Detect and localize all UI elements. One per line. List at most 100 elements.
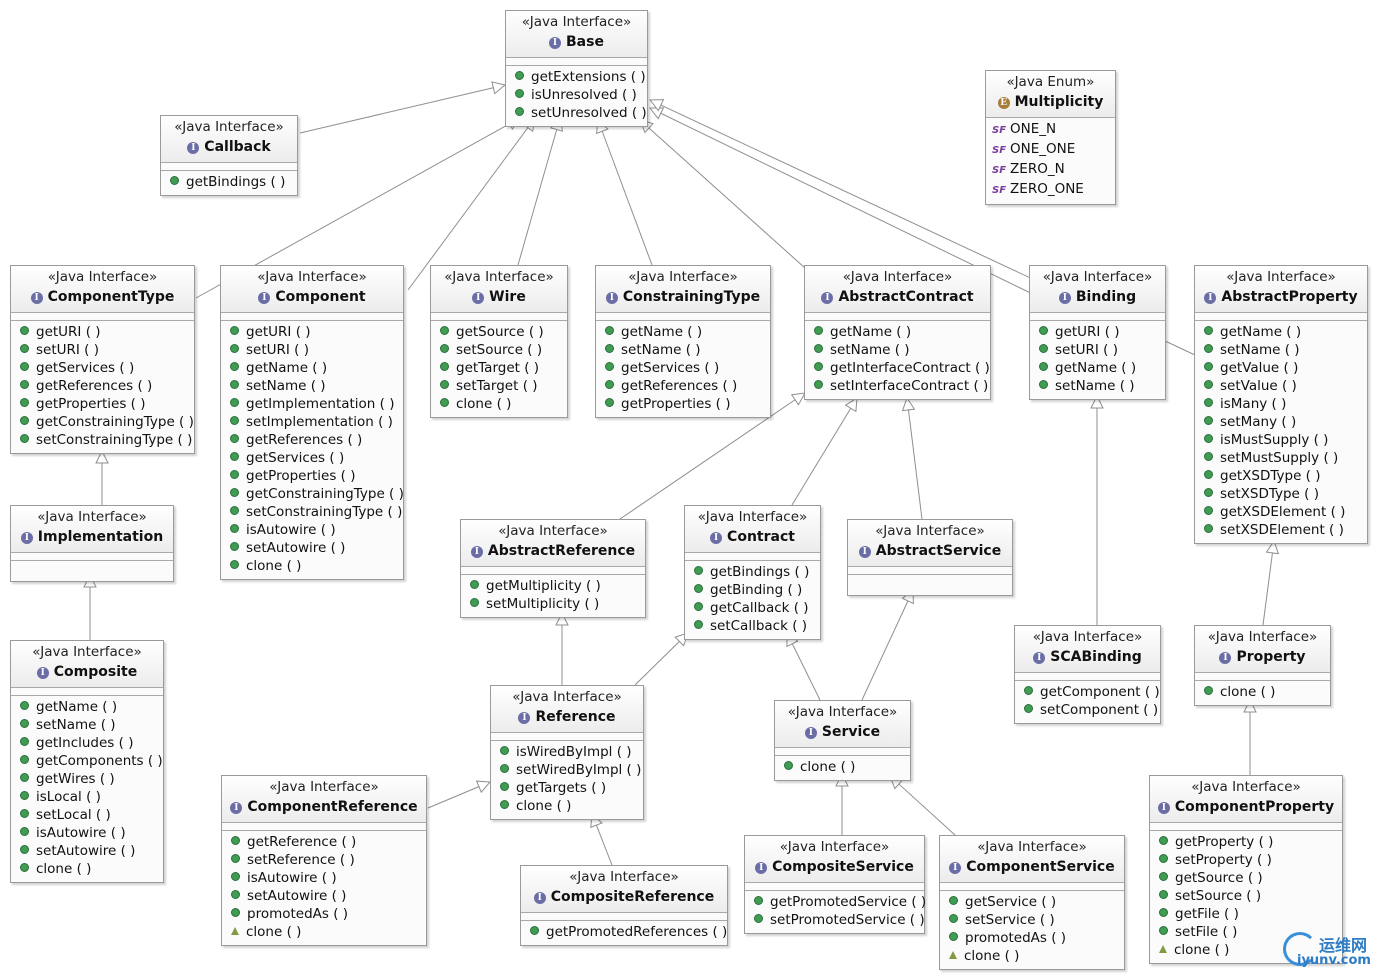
operation-row[interactable]: isAutowire ( )	[222, 869, 426, 887]
operation-row[interactable]: getName ( )	[221, 359, 403, 377]
operation-row[interactable]: setMultiplicity ( )	[461, 595, 645, 613]
operation-row[interactable]: setURI ( )	[221, 341, 403, 359]
operation-row[interactable]: getReferences ( )	[11, 377, 194, 395]
operation-row[interactable]: getFile ( )	[1150, 905, 1342, 923]
operation-row[interactable]: setName ( )	[1195, 341, 1367, 359]
operation-row[interactable]: getProperties ( )	[11, 395, 194, 413]
operation-row[interactable]: isAutowire ( )	[11, 824, 163, 842]
operation-row[interactable]: isMany ( )	[1195, 395, 1367, 413]
operation-row[interactable]: setInterfaceContract ( )	[805, 377, 990, 395]
operation-row[interactable]: setAutowire ( )	[11, 842, 163, 860]
operation-row[interactable]: getName ( )	[1195, 323, 1367, 341]
operation-row[interactable]: setURI ( )	[11, 341, 194, 359]
operation-row[interactable]: setLocal ( )	[11, 806, 163, 824]
operation-row[interactable]: clone ( )	[491, 797, 643, 815]
operation-row[interactable]: getTarget ( )	[431, 359, 567, 377]
operation-row[interactable]: getMultiplicity ( )	[461, 577, 645, 595]
operation-row[interactable]: getInterfaceContract ( )	[805, 359, 990, 377]
operation-row[interactable]: getReferences ( )	[221, 431, 403, 449]
operation-row[interactable]: isWiredByImpl ( )	[491, 743, 643, 761]
operation-row[interactable]: setName ( )	[596, 341, 770, 359]
operation-row[interactable]: getXSDType ( )	[1195, 467, 1367, 485]
operation-row[interactable]: setUnresolved ( )	[506, 104, 647, 122]
operation-row[interactable]: clone ( )	[775, 758, 910, 776]
operation-row[interactable]: setXSDElement ( )	[1195, 521, 1367, 539]
operation-row[interactable]: getServices ( )	[11, 359, 194, 377]
operation-row[interactable]: setPromotedService ( )	[745, 911, 925, 929]
operation-row[interactable]: getXSDElement ( )	[1195, 503, 1367, 521]
operation-row[interactable]: clone ( )	[940, 947, 1124, 965]
operation-row[interactable]: clone ( )	[222, 923, 426, 941]
operation-row[interactable]: promotedAs ( )	[222, 905, 426, 923]
operation-row[interactable]: isMustSupply ( )	[1195, 431, 1367, 449]
operation-row[interactable]: getName ( )	[1030, 359, 1165, 377]
operation-row[interactable]: clone ( )	[1150, 941, 1342, 959]
operation-row[interactable]: getBindings ( )	[161, 173, 297, 191]
operation-row[interactable]: isAutowire ( )	[221, 521, 403, 539]
operation-row[interactable]: getImplementation ( )	[221, 395, 403, 413]
operation-row[interactable]: getServices ( )	[596, 359, 770, 377]
operation-row[interactable]: getSource ( )	[431, 323, 567, 341]
operation-row[interactable]: isUnresolved ( )	[506, 86, 647, 104]
operation-row[interactable]: setURI ( )	[1030, 341, 1165, 359]
operation-row[interactable]: getName ( )	[11, 698, 163, 716]
operation-row[interactable]: getSource ( )	[1150, 869, 1342, 887]
operation-row[interactable]: getCallback ( )	[685, 599, 820, 617]
operation-row[interactable]: getName ( )	[596, 323, 770, 341]
operation-row[interactable]: getExtensions ( )	[506, 68, 647, 86]
operation-row[interactable]: getURI ( )	[221, 323, 403, 341]
operation-row[interactable]: setXSDType ( )	[1195, 485, 1367, 503]
operation-row[interactable]: clone ( )	[11, 860, 163, 878]
operation-row[interactable]: setSource ( )	[1150, 887, 1342, 905]
operation-row[interactable]: getProperty ( )	[1150, 833, 1342, 851]
operation-row[interactable]: clone ( )	[221, 557, 403, 575]
operation-row[interactable]: setMustSupply ( )	[1195, 449, 1367, 467]
operation-row[interactable]: getConstrainingType ( )	[11, 413, 194, 431]
operation-row[interactable]: setImplementation ( )	[221, 413, 403, 431]
operation-row[interactable]: getURI ( )	[1030, 323, 1165, 341]
operation-row[interactable]: setTarget ( )	[431, 377, 567, 395]
operation-row[interactable]: getBindings ( )	[685, 563, 820, 581]
operation-row[interactable]: clone ( )	[431, 395, 567, 413]
operation-row[interactable]: getWires ( )	[11, 770, 163, 788]
operation-row[interactable]: setName ( )	[805, 341, 990, 359]
operation-row[interactable]: getProperties ( )	[596, 395, 770, 413]
operation-row[interactable]: getReference ( )	[222, 833, 426, 851]
operation-row[interactable]: setCallback ( )	[685, 617, 820, 635]
operation-row[interactable]: getComponent ( )	[1015, 683, 1160, 701]
operation-row[interactable]: getProperties ( )	[221, 467, 403, 485]
operation-row[interactable]: setValue ( )	[1195, 377, 1367, 395]
operation-row[interactable]: setMany ( )	[1195, 413, 1367, 431]
operation-row[interactable]: setConstrainingType ( )	[11, 431, 194, 449]
operation-row[interactable]: getPromotedService ( )	[745, 893, 926, 911]
operation-row[interactable]: getReferences ( )	[596, 377, 770, 395]
operation-row[interactable]: setProperty ( )	[1150, 851, 1342, 869]
operation-row[interactable]: setWiredByImpl ( )	[491, 761, 643, 779]
operation-row[interactable]: getURI ( )	[11, 323, 194, 341]
operation-row[interactable]: setName ( )	[221, 377, 403, 395]
operation-row[interactable]: setConstrainingType ( )	[221, 503, 403, 521]
